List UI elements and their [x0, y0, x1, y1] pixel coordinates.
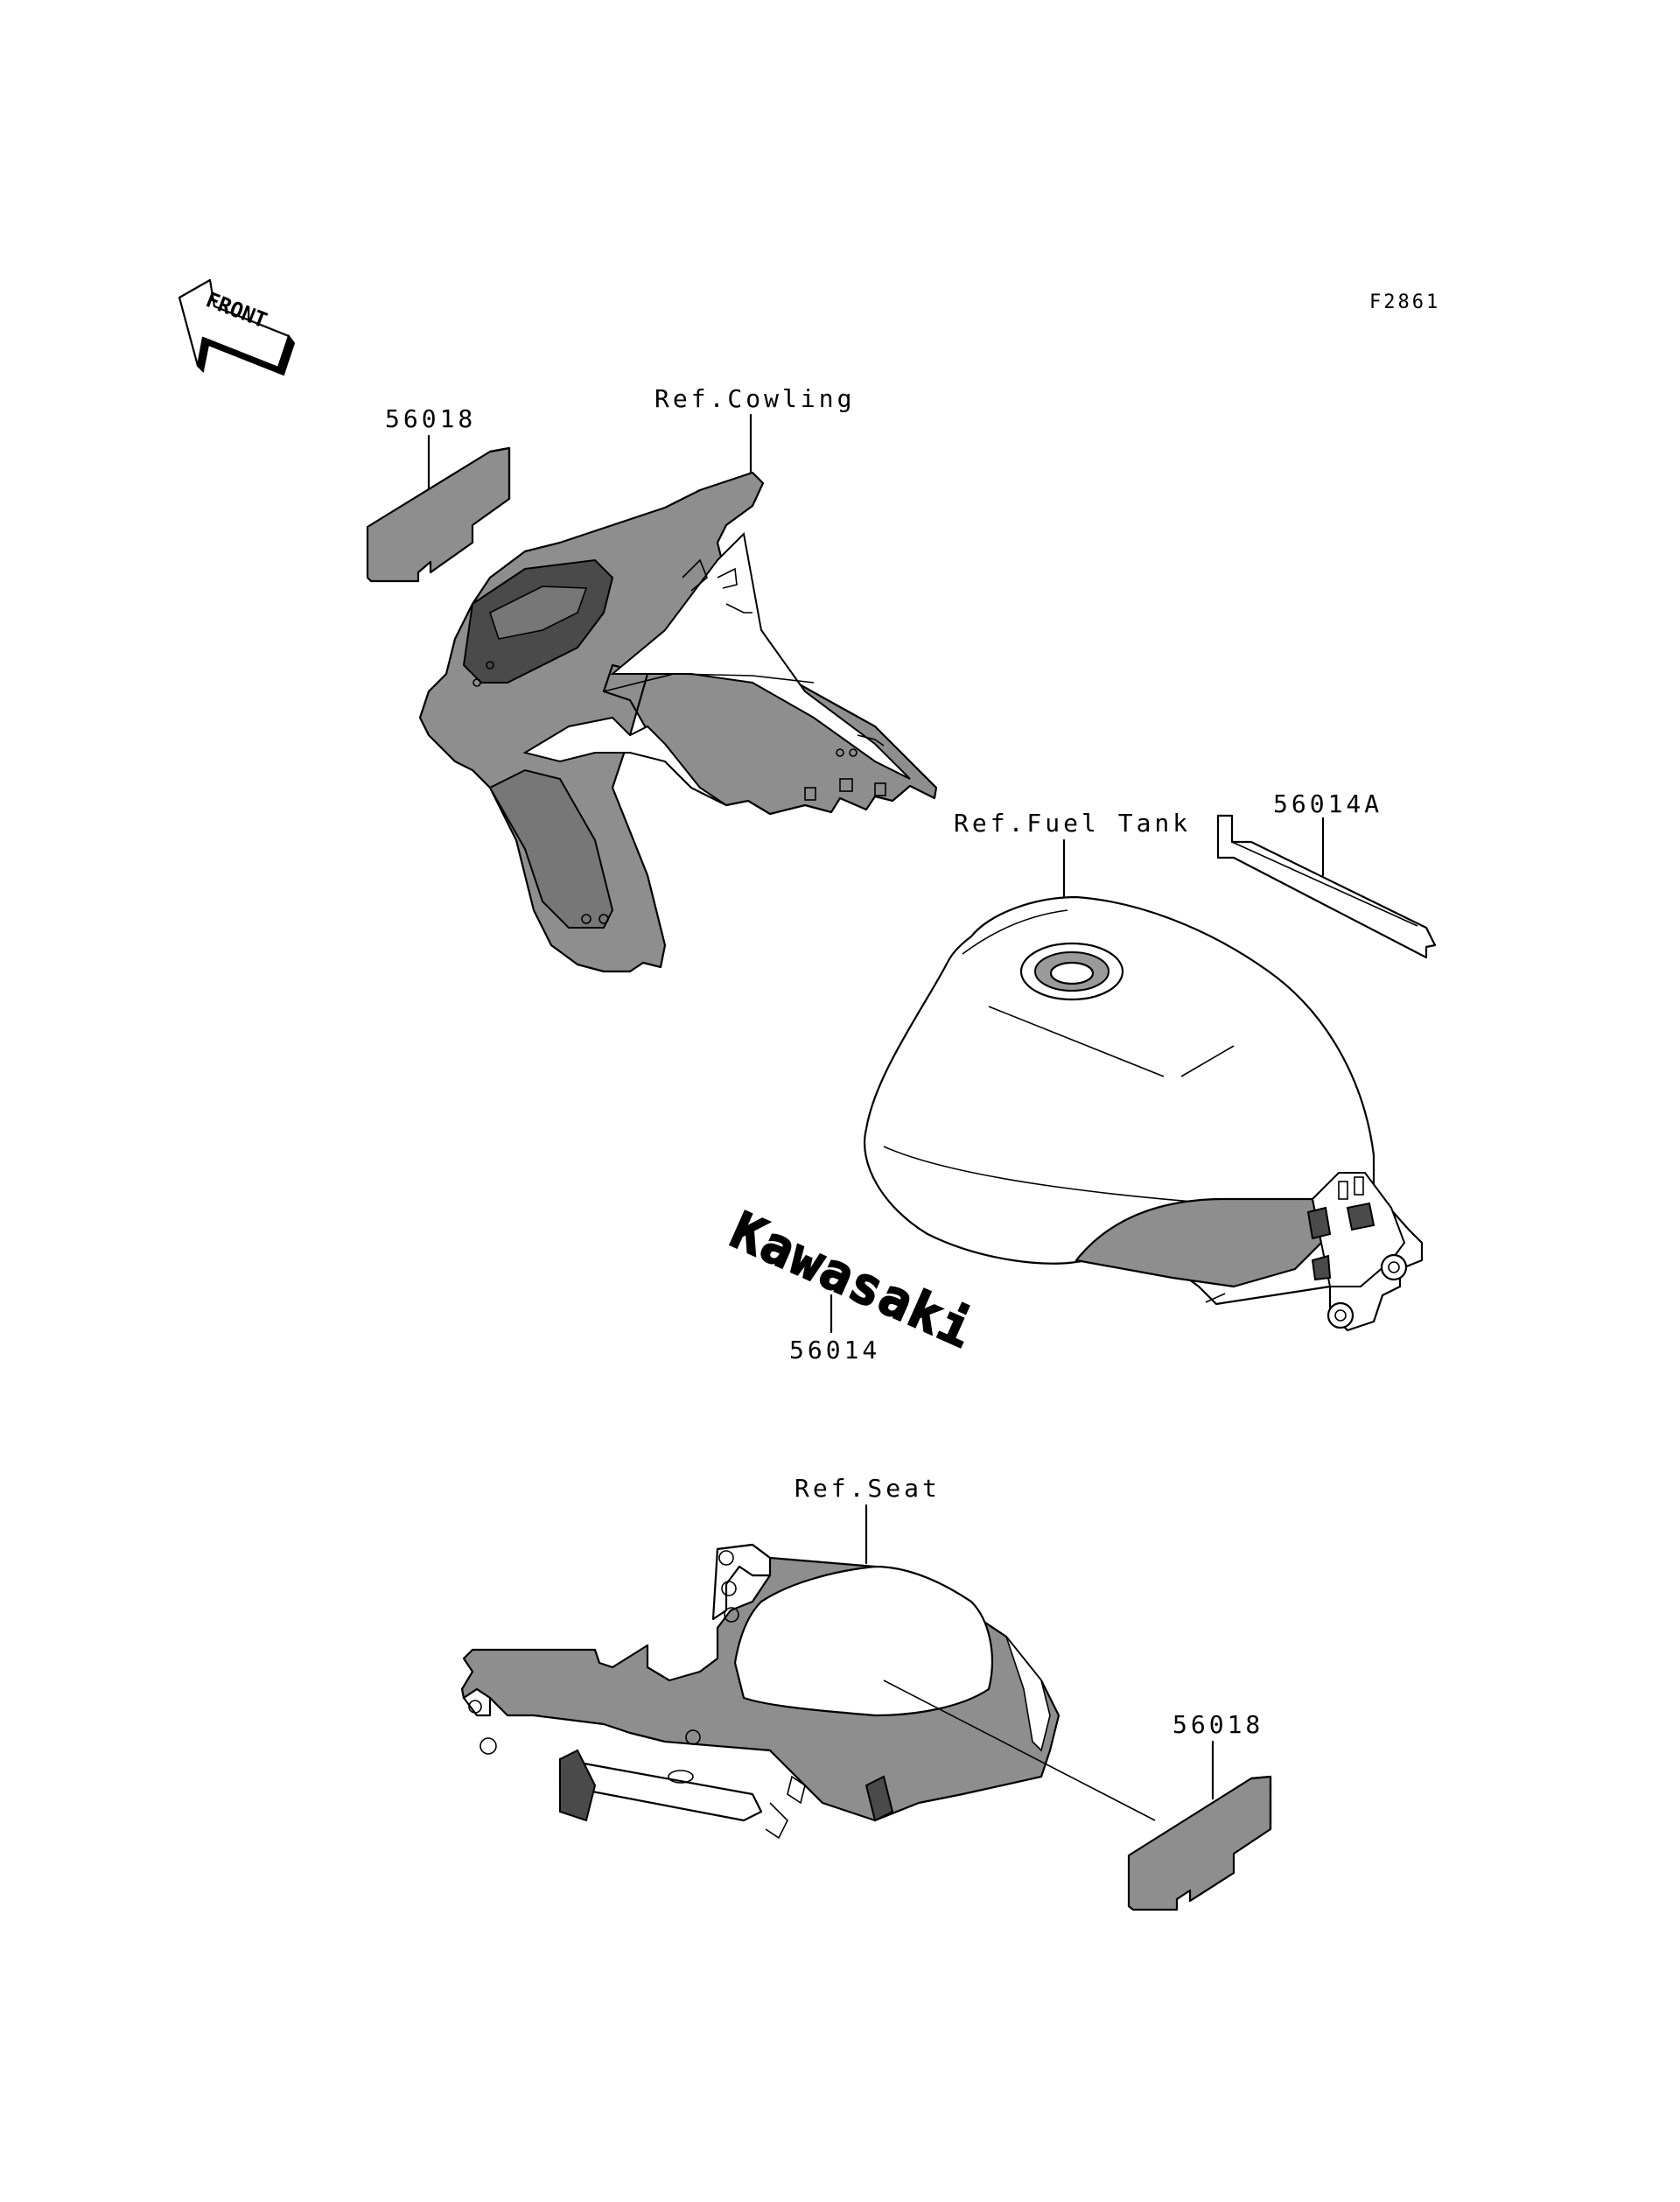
figure-code: F2861	[1369, 291, 1440, 313]
fuel-tank-part	[864, 895, 1424, 1332]
decal-56018-top	[366, 446, 511, 583]
label-ref-seat: Ref.Seat	[794, 1474, 941, 1503]
label-56014A: 56014A	[1273, 789, 1382, 818]
label-56018-top: 56018	[385, 404, 476, 433]
label-ref-fuel-tank: Ref.Fuel Tank	[954, 809, 1191, 838]
label-56018-bottom: 56018	[1172, 1710, 1264, 1739]
label-ref-cowling: Ref.Cowling	[654, 384, 855, 413]
front-arrow-icon: FRONT	[178, 278, 296, 376]
cowling-part	[418, 471, 938, 973]
decal-56018-bottom	[1127, 1775, 1272, 1911]
seat-part	[460, 1543, 1156, 1840]
label-56014: 56014	[789, 1336, 880, 1364]
decal-56014A-strip	[1216, 814, 1437, 959]
